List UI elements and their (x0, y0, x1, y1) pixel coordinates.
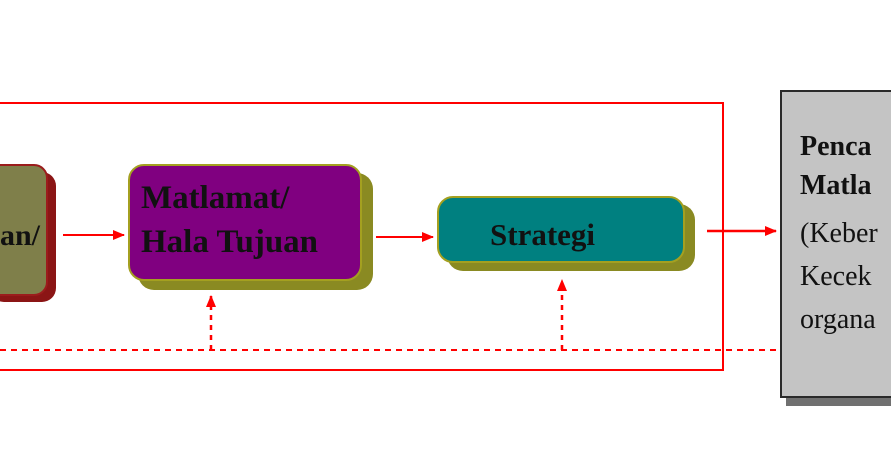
box-left (0, 164, 48, 296)
box-matlamat (128, 164, 362, 281)
box-pencapaian-label-line1: Penca (800, 131, 872, 162)
box-pencapaian-label-line2: Matla (800, 170, 872, 201)
box-strategi (437, 196, 685, 263)
box-strategi-label: Strategi (490, 217, 596, 252)
box-pencapaian-label-line4: Kecek (800, 261, 872, 292)
box-pencapaian-label-line5: organa (800, 304, 876, 335)
box-left-label: an/ (0, 219, 41, 252)
box-pencapaian-label-line3: (Keber (800, 218, 878, 249)
box-matlamat-label-line2: Hala Tujuan (141, 224, 319, 260)
box-pencapaian (780, 90, 891, 398)
box-matlamat-label-line1: Matlamat/ (141, 180, 290, 216)
enclosing-frame (0, 102, 724, 371)
